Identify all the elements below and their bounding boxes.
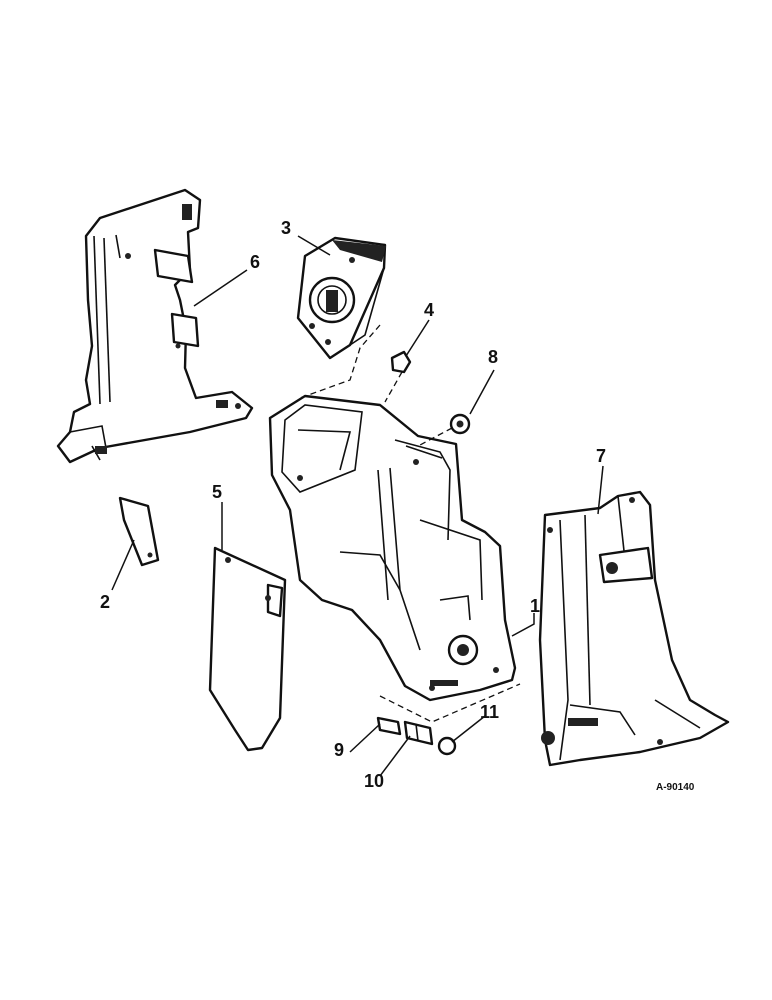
part-1-housing — [268, 394, 517, 702]
callout-4: 4 — [424, 300, 434, 320]
callout-2: 2 — [100, 592, 110, 612]
callout-7: 7 — [596, 446, 606, 466]
reference-code: A-90140 — [656, 782, 695, 793]
part-2-plate — [118, 496, 160, 567]
part-5-shield — [208, 546, 287, 752]
assembly-guide-lines — [299, 324, 521, 723]
part-4-nut — [390, 350, 412, 374]
callout-10: 10 — [364, 771, 384, 791]
callout-6: 6 — [250, 252, 260, 272]
callout-11: 11 — [480, 702, 499, 722]
leader-lines — [111, 235, 604, 777]
callout-8: 8 — [488, 347, 498, 367]
part-6-left-bracket — [56, 188, 254, 464]
part-3-flange — [296, 236, 387, 360]
part-7-right-bracket — [538, 490, 730, 767]
part-9-fitting — [376, 716, 402, 736]
callout-1: 1 — [530, 596, 540, 616]
part-8-grommet — [449, 413, 471, 435]
callout-5: 5 — [212, 482, 222, 502]
callout-9: 9 — [334, 740, 344, 760]
callout-3: 3 — [281, 218, 291, 238]
callout-labels: 1 2 3 4 5 6 7 8 9 10 11 A-90140 — [100, 218, 695, 793]
part-10-sleeve — [403, 720, 434, 746]
part-11-cap — [437, 736, 457, 756]
